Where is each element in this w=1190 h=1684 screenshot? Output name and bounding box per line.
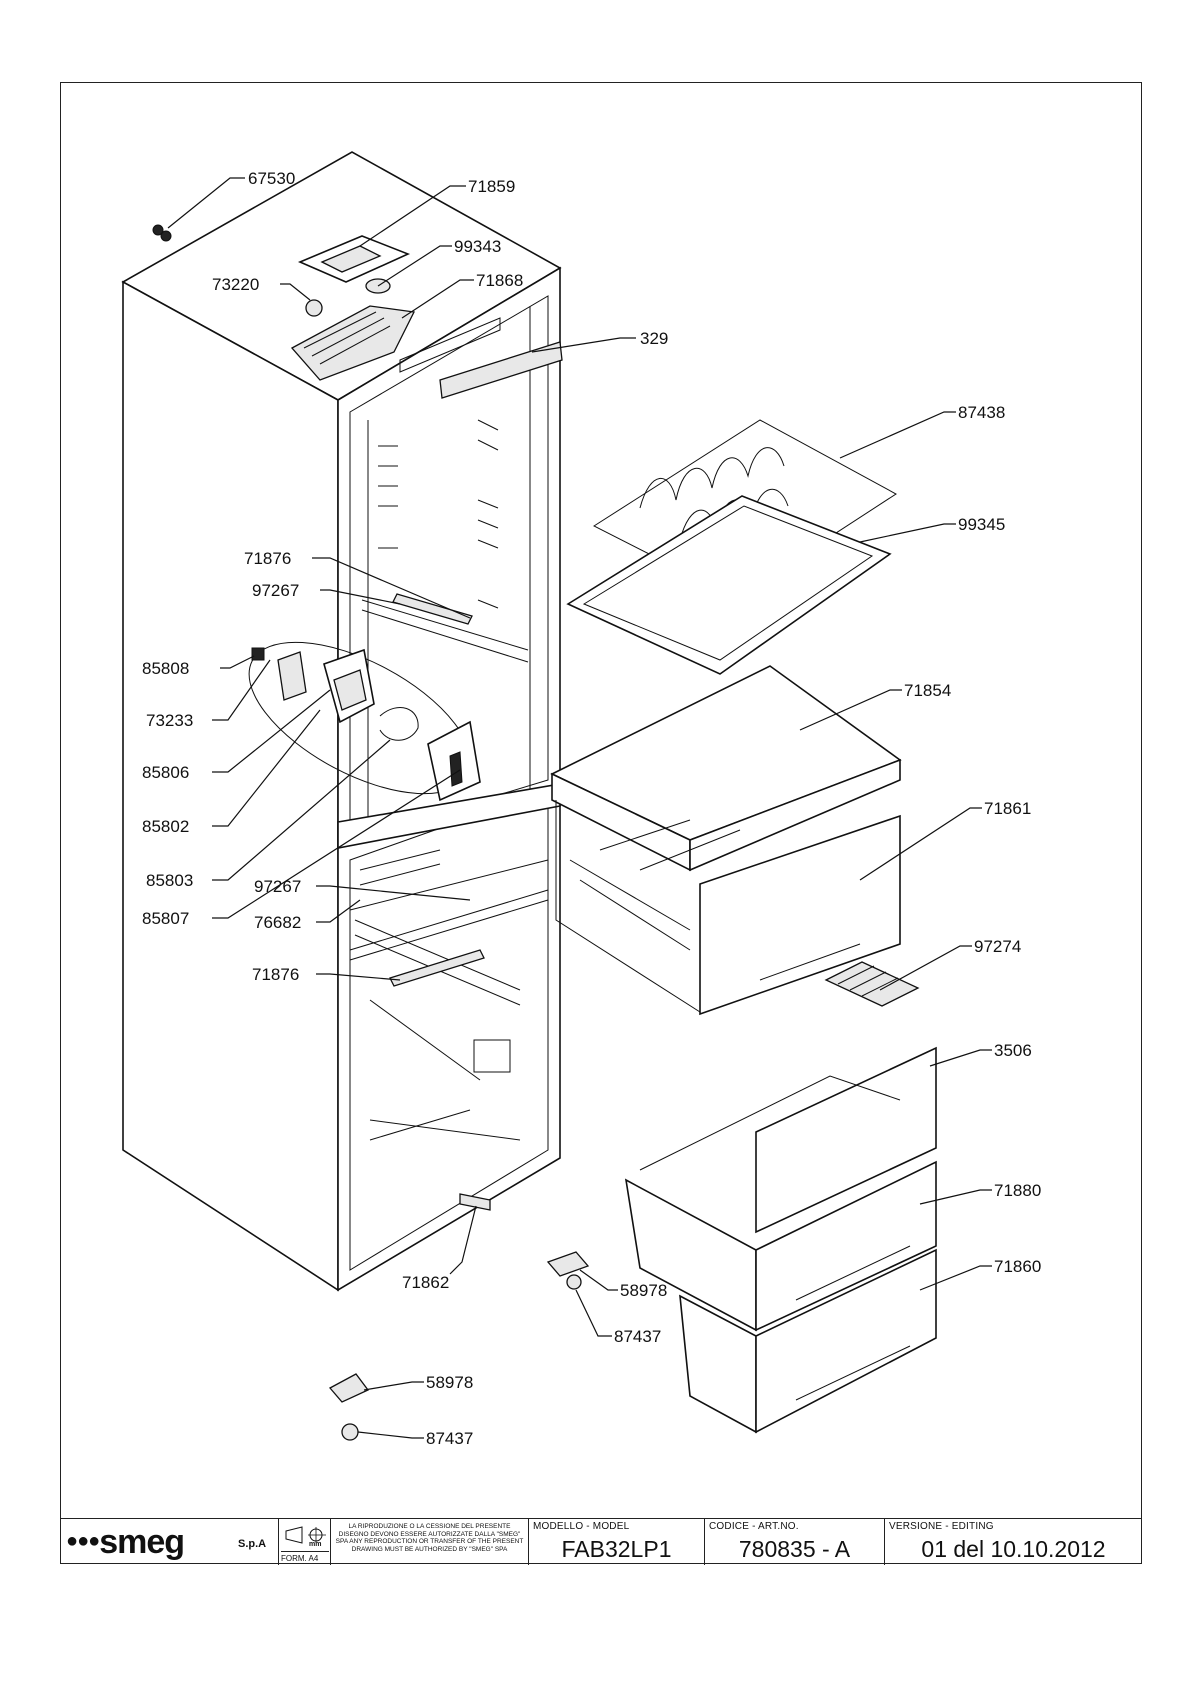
callout-97274: 97274 (974, 937, 1021, 956)
callout-71861: 71861 (984, 799, 1031, 818)
drawing-frame (60, 82, 1142, 1564)
exploded-parts-diagram: 67530 71859 99343 73220 71868 329 87438 … (121, 151, 1041, 1448)
callout-87437-left: 87437 (426, 1429, 473, 1448)
freezer-drawers (624, 1046, 937, 1434)
callout-87437-right: 87437 (614, 1327, 661, 1346)
top-controls (152, 224, 415, 381)
callout-85808: 85808 (142, 659, 189, 678)
callout-71859: 71859 (468, 177, 515, 196)
callout-85806: 85806 (142, 763, 189, 782)
version-value: 01 del 10.10.2012 (921, 1536, 1106, 1562)
version-heading: VERSIONE - EDITING (889, 1521, 994, 1532)
callout-71880: 71880 (994, 1181, 1041, 1200)
callout-71876-upper: 71876 (244, 549, 291, 568)
callout-99345: 99345 (958, 515, 1005, 534)
model-cell: MODELLO - MODEL FAB32LP1 (528, 1519, 704, 1565)
legal-cell: LA RIPRODUZIONE O LA CESSIONE DEL PRESEN… (330, 1519, 528, 1565)
callout-71860: 71860 (994, 1257, 1041, 1276)
callout-97267-upper: 97267 (252, 581, 299, 600)
code-value: 780835 - A (738, 1536, 851, 1562)
callout-85802: 85802 (142, 817, 189, 836)
callout-67530: 67530 (248, 169, 295, 188)
model-value: FAB32LP1 (561, 1536, 672, 1562)
crisper-assembly (550, 665, 920, 1016)
callout-85807: 85807 (142, 909, 189, 928)
callout-99343: 99343 (454, 237, 501, 256)
callout-71868: 71868 (476, 271, 523, 290)
callout-71876-lower: 71876 (252, 965, 299, 984)
unit-label: mm (309, 1541, 322, 1548)
glass-shelf-99345 (566, 495, 892, 675)
form-label: FORM. A4 (281, 1551, 329, 1563)
callout-76682: 76682 (254, 913, 301, 932)
model-heading: MODELLO - MODEL (533, 1521, 630, 1532)
callout-labels: 67530 71859 99343 73220 71868 329 87438 … (142, 169, 1041, 1448)
projection-symbol-icon (285, 1526, 326, 1544)
logo-dots-icon: ●●● (66, 1530, 100, 1552)
callout-71862: 71862 (402, 1273, 449, 1292)
brand-cell: ●●●smeg S.p.A (60, 1519, 278, 1565)
callout-73233: 73233 (146, 711, 193, 730)
callout-3506: 3506 (994, 1041, 1032, 1060)
loose-parts (328, 1251, 590, 1441)
callout-85803: 85803 (146, 871, 193, 890)
brand-logo: ●●●smeg (66, 1523, 185, 1561)
callout-87438: 87438 (958, 403, 1005, 422)
leader-lines (167, 177, 992, 1439)
callout-97267-lower: 97267 (254, 877, 301, 896)
callout-73220: 73220 (212, 275, 259, 294)
callout-58978-left: 58978 (426, 1373, 473, 1392)
callout-329: 329 (640, 329, 668, 348)
callout-58978-right: 58978 (620, 1281, 667, 1300)
projection-cell: mm FORM. A4 (278, 1519, 330, 1565)
brand-suffix: S.p.A (238, 1538, 267, 1550)
version-cell: VERSIONE - EDITING 01 del 10.10.2012 (884, 1519, 1142, 1565)
code-cell: CODICE - ART.NO. 780835 - A (704, 1519, 884, 1565)
code-heading: CODICE - ART.NO. (709, 1521, 799, 1532)
legal-notice: LA RIPRODUZIONE O LA CESSIONE DEL PRESEN… (335, 1523, 524, 1553)
title-block: ●●●smeg S.p.A mm FORM. A4 LA RIPRODUZION… (60, 1518, 1142, 1565)
callout-71854: 71854 (904, 681, 951, 700)
fan-assembly (248, 641, 481, 802)
